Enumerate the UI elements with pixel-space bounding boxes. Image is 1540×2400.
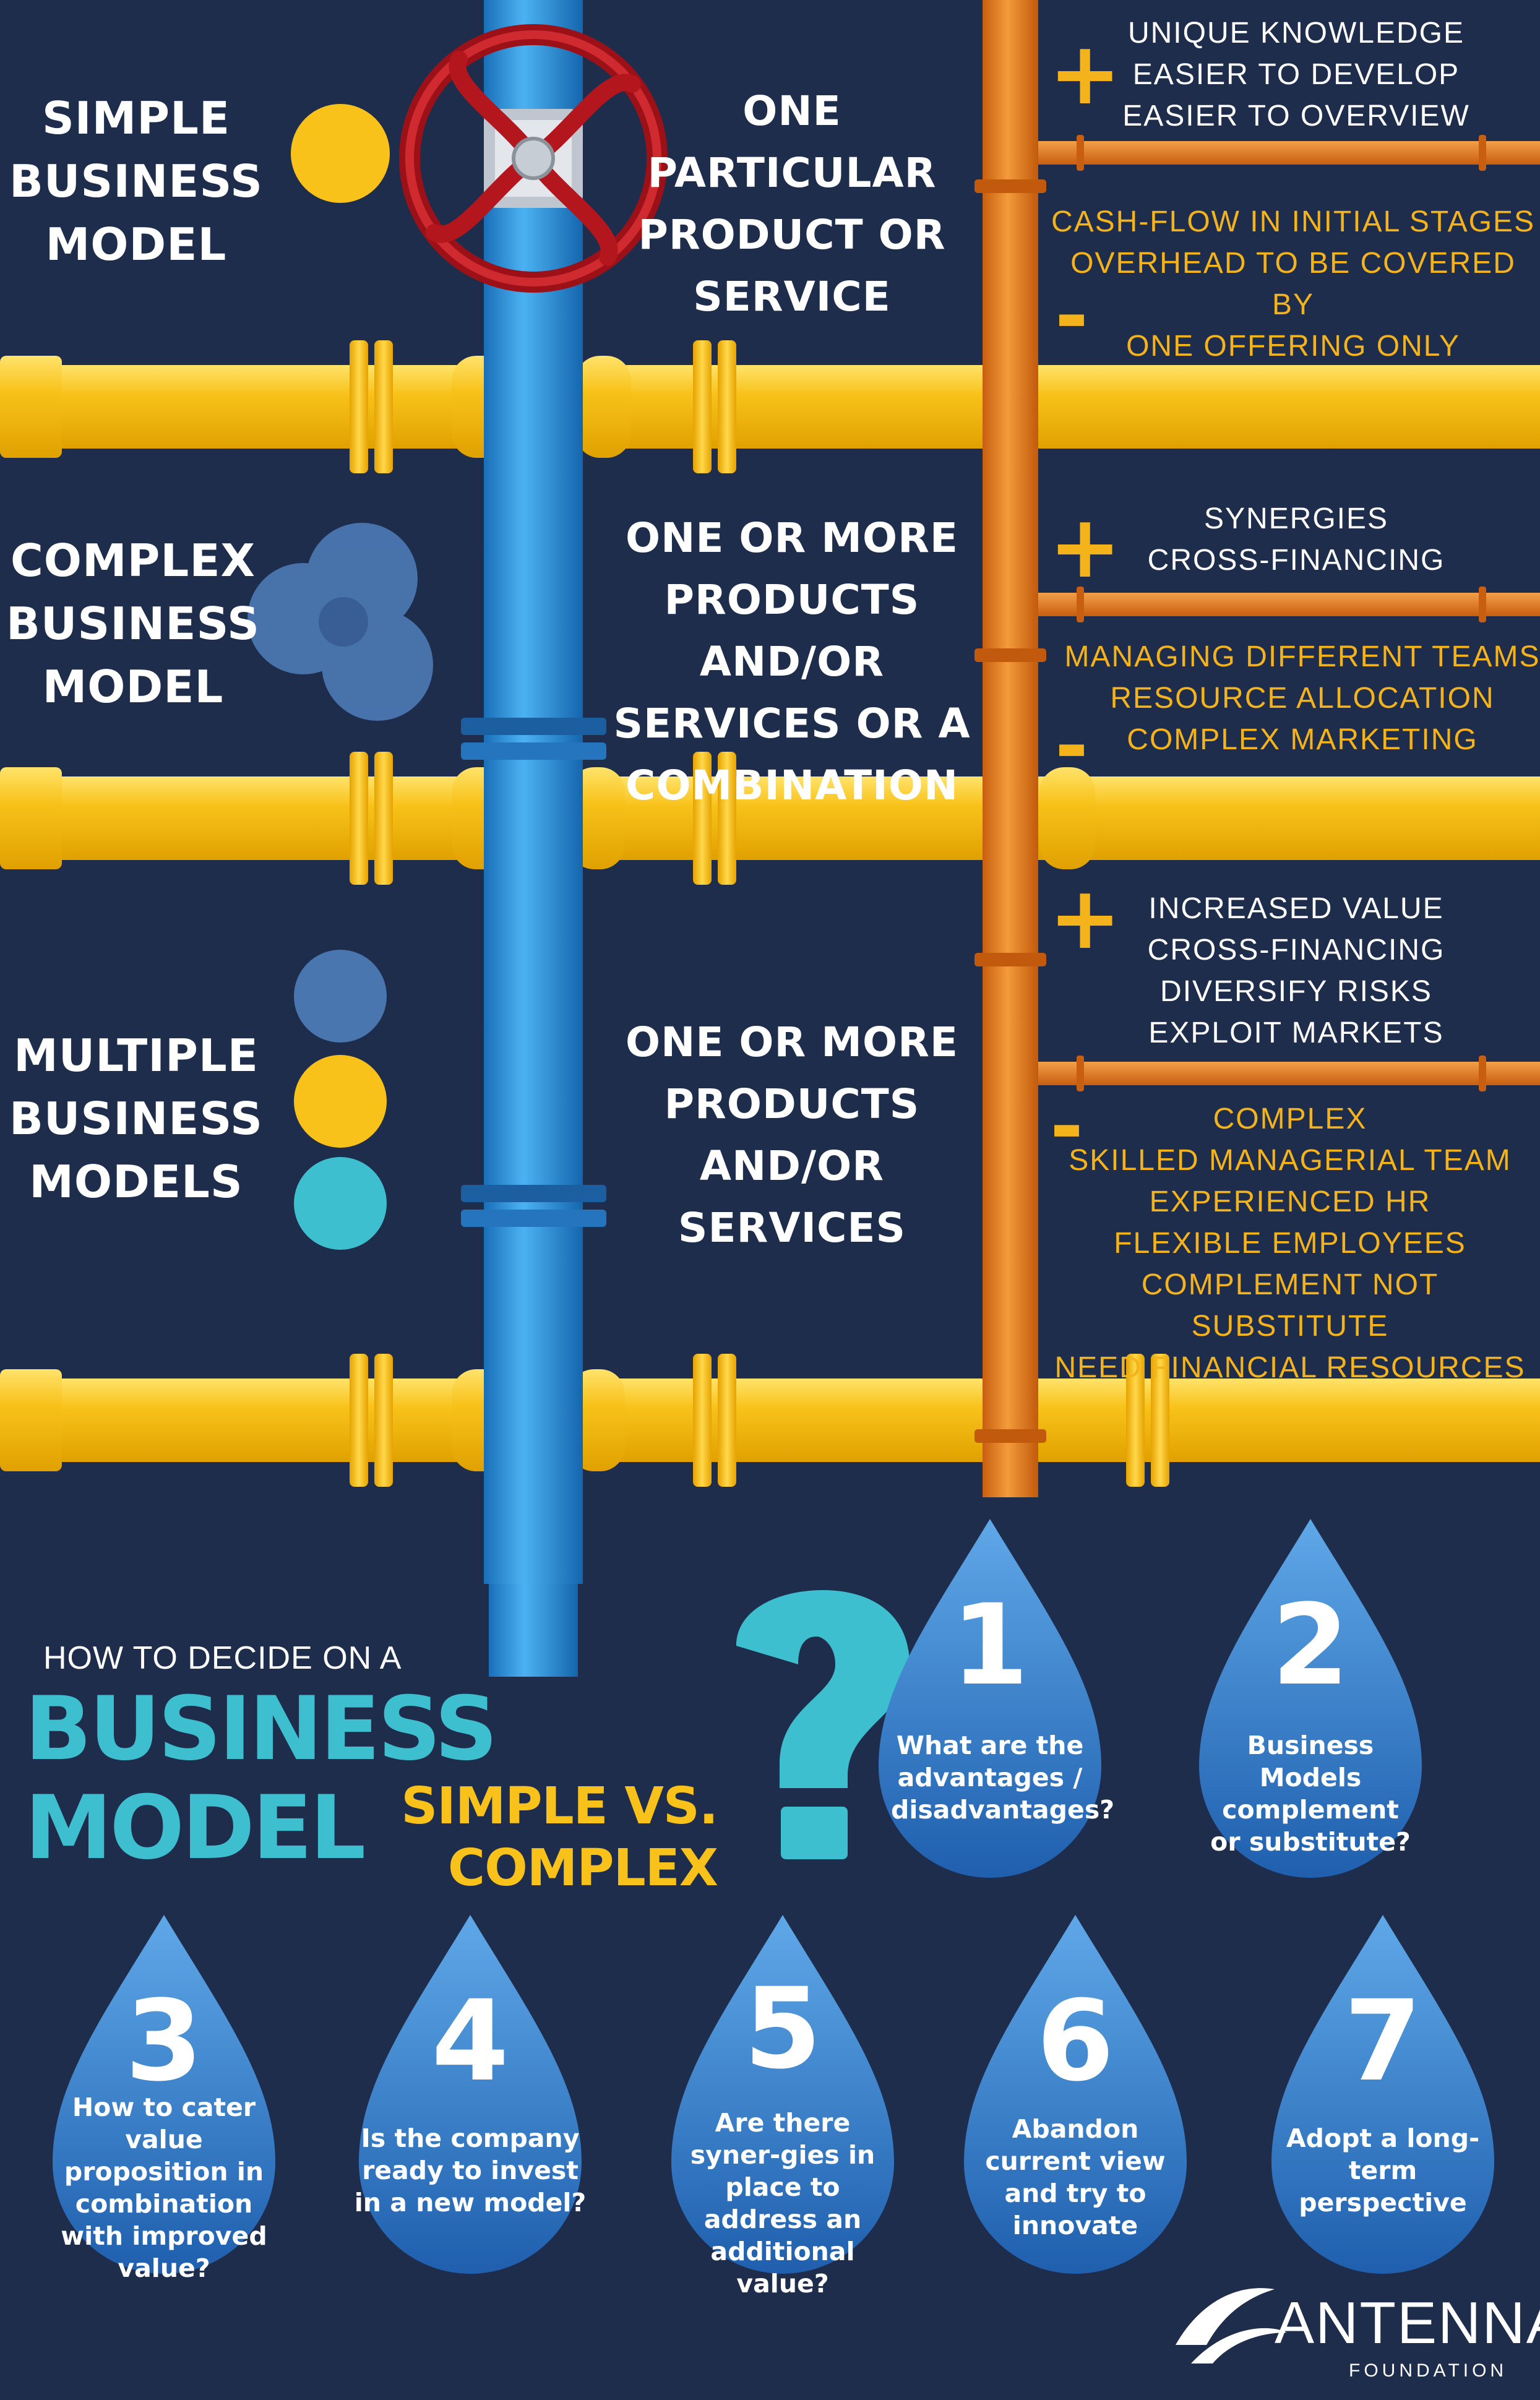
- pro-item: EASIER TO DEVELOP: [1132, 58, 1460, 91]
- pros-list-1: UNIQUE KNOWLEDGE EASIER TO DEVELOP EASIE…: [1108, 12, 1485, 137]
- question-6-number: 6: [1036, 1977, 1114, 2106]
- heading-sub: SIMPLE VS. COMPLEX: [401, 1777, 718, 1898]
- pro-item: INCREASED VALUE: [1148, 892, 1444, 925]
- question-7-number: 7: [1344, 1977, 1422, 2106]
- con-item: FLEXIBLE EMPLOYEES: [1114, 1227, 1466, 1260]
- pro-item: CROSS-FINANCING: [1147, 934, 1445, 966]
- question-2-number: 2: [1271, 1581, 1349, 1710]
- plus-sign-1: +: [1049, 24, 1122, 124]
- cons-list-2: MANAGING DIFFERENT TEAMS RESOURCE ALLOCA…: [1064, 636, 1540, 760]
- pros-list-3: INCREASED VALUE CROSS-FINANCING DIVERSIF…: [1108, 888, 1485, 1054]
- question-5-text: Are there syner-gies in place to address…: [690, 2108, 875, 2299]
- water-drop-icon: [53, 1519, 1494, 2274]
- multiple-business-models-title: MULTIPLE BUSINESS MODELS: [9, 1030, 263, 1208]
- offering-1-title: ONE PARTICULAR PRODUCT OR SERVICE: [638, 87, 946, 320]
- question-5-number: 5: [744, 1964, 822, 2094]
- orange-pipes: [974, 0, 1540, 1497]
- complex-business-model-title: COMPLEX BUSINESS MODEL: [6, 535, 260, 713]
- question-1-number: 1: [951, 1581, 1029, 1710]
- con-item: COMPLEX MARKETING: [1127, 723, 1478, 756]
- overlapping-circles-icon: [247, 523, 433, 721]
- valve-wheel-icon: [399, 24, 668, 293]
- question-3-number: 3: [125, 1977, 203, 2106]
- question-1-text: What are the advantages / disadvantages?: [891, 1731, 1115, 1825]
- offering-3-title: ONE OR MORE PRODUCTS AND/OR SERVICES: [625, 1018, 958, 1252]
- blue-pipe: [461, 0, 606, 1677]
- question-4-text: Is the company ready to invest in a new …: [354, 2123, 587, 2217]
- question-6-text: Abandon current view and try to innovate: [985, 2114, 1166, 2240]
- pro-item: SYNERGIES: [1203, 502, 1389, 535]
- pro-item: DIVERSIFY RISKS: [1160, 975, 1432, 1008]
- question-3-text: How to cater value proposition in combin…: [61, 2092, 267, 2283]
- cons-list-1: CASH-FLOW IN INITIAL STAGES OVERHEAD TO …: [1046, 201, 1540, 367]
- minus-sign-2: -: [1055, 699, 1088, 793]
- cons-list-3: COMPLEX SKILLED MANAGERIAL TEAM EXPERIEN…: [1052, 1098, 1528, 1388]
- pro-item: EASIER TO OVERVIEW: [1122, 100, 1470, 132]
- antenna-logo-icon: [1176, 2288, 1287, 2363]
- heading-pre: HOW TO DECIDE ON A: [43, 1640, 402, 1676]
- brand-name: ANTENNA: [1275, 2290, 1540, 2356]
- con-item: COMPLEX: [1213, 1103, 1367, 1135]
- three-dots-icon: [294, 950, 387, 1250]
- con-item: MANAGING DIFFERENT TEAMS: [1064, 640, 1540, 673]
- con-item: RESOURCE ALLOCATION: [1110, 682, 1495, 715]
- yellow-dot-icon: [291, 104, 390, 203]
- con-item: CASH-FLOW IN INITIAL STAGES: [1051, 205, 1536, 238]
- con-item: EXPERIENCED HR: [1149, 1185, 1431, 1218]
- pro-item: CROSS-FINANCING: [1147, 544, 1445, 577]
- plus-sign-2: +: [1049, 497, 1122, 598]
- question-4-number: 4: [431, 1977, 509, 2106]
- con-item: COMPLEMENT NOT SUBSTITUTE: [1141, 1268, 1439, 1343]
- con-item: SKILLED MANAGERIAL TEAM: [1069, 1144, 1512, 1177]
- pro-item: EXPLOIT MARKETS: [1148, 1017, 1444, 1049]
- question-mark-icon: [736, 1590, 910, 1859]
- brand-tagline: FOUNDATION: [1349, 2360, 1508, 2381]
- pro-item: UNIQUE KNOWLEDGE: [1127, 17, 1465, 49]
- simple-business-model-title: SIMPLE BUSINESS MODEL: [9, 92, 263, 270]
- con-item: NEED FINANCIAL RESOURCES: [1054, 1351, 1526, 1384]
- con-item: ONE OFFERING ONLY: [1126, 330, 1460, 363]
- question-2-text: Business Models complement or substitute…: [1210, 1731, 1411, 1857]
- question-7-text: Adopt a long-term perspective: [1286, 2123, 1480, 2217]
- pros-list-2: SYNERGIES CROSS-FINANCING: [1108, 498, 1485, 581]
- minus-sign-3: -: [1050, 1079, 1083, 1173]
- minus-sign-1: -: [1055, 269, 1088, 363]
- offering-2-title: ONE OR MORE PRODUCTS AND/OR SERVICES OR …: [613, 514, 971, 809]
- con-item: OVERHEAD TO BE COVERED BY: [1070, 247, 1516, 321]
- heading-main: BUSINESS MODEL: [25, 1678, 498, 1879]
- plus-sign-3: +: [1049, 868, 1122, 969]
